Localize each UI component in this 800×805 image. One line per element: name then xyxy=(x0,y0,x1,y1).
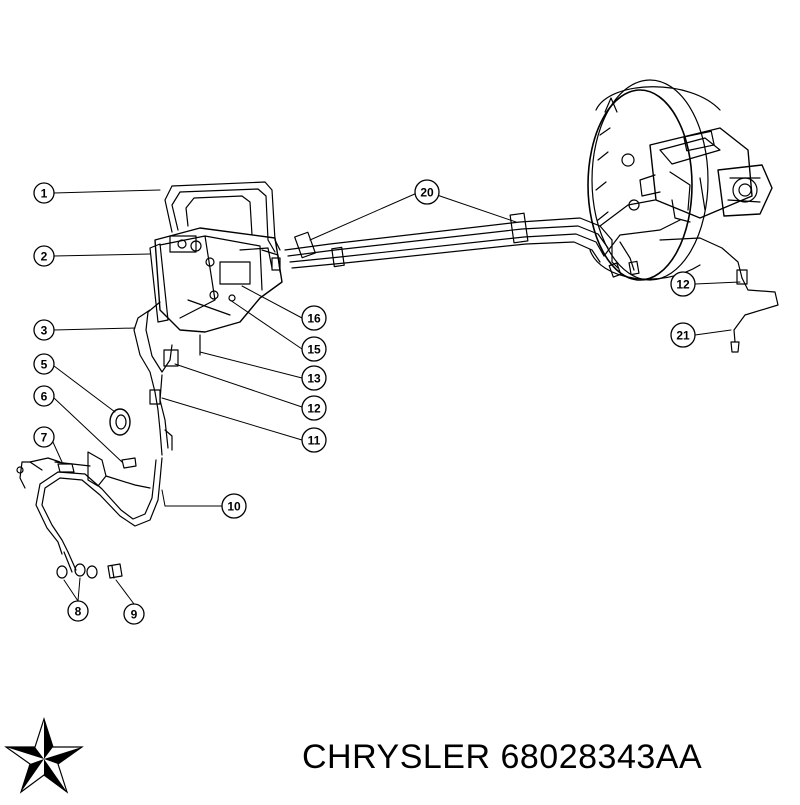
chrysler-logo xyxy=(4,717,84,794)
svg-text:10: 10 xyxy=(227,500,241,514)
part-number-caption: CHRYSLER 68028343AA xyxy=(302,738,703,776)
svg-text:2: 2 xyxy=(41,250,48,264)
callout-16: 16 xyxy=(301,305,327,331)
svg-text:12: 12 xyxy=(307,402,321,416)
callout-21: 21 xyxy=(670,322,696,348)
callouts: 1 2 3 5 6 7 8 9 10 11 12 13 15 16 20 12 … xyxy=(33,179,696,625)
callout-2: 2 xyxy=(33,245,55,267)
callout-3: 3 xyxy=(33,319,55,341)
svg-text:16: 16 xyxy=(307,312,321,326)
callout-6: 6 xyxy=(33,385,55,407)
svg-text:5: 5 xyxy=(41,358,48,372)
callout-11: 11 xyxy=(301,427,327,453)
master-cylinder xyxy=(639,127,773,223)
svg-text:11: 11 xyxy=(308,434,321,448)
svg-text:6: 6 xyxy=(41,390,48,404)
callout-12-left: 12 xyxy=(301,395,327,421)
callout-5: 5 xyxy=(33,353,55,375)
callout-10: 10 xyxy=(221,493,247,519)
svg-text:7: 7 xyxy=(41,431,48,445)
callout-8: 8 xyxy=(67,600,89,622)
callout-12-right: 12 xyxy=(670,271,696,297)
abs-module xyxy=(149,227,316,356)
svg-text:3: 3 xyxy=(41,324,48,338)
svg-text:12: 12 xyxy=(676,278,690,292)
callout-1: 1 xyxy=(33,182,55,204)
svg-text:8: 8 xyxy=(75,605,82,619)
callout-7: 7 xyxy=(33,426,55,448)
left-brake-lines xyxy=(16,301,179,579)
svg-text:15: 15 xyxy=(307,343,321,357)
svg-text:13: 13 xyxy=(307,372,321,386)
callout-20: 20 xyxy=(414,179,440,205)
leader-lines xyxy=(51,189,741,605)
svg-text:9: 9 xyxy=(131,608,138,622)
svg-text:21: 21 xyxy=(676,329,690,343)
callout-15: 15 xyxy=(301,336,327,362)
svg-text:1: 1 xyxy=(41,187,48,201)
callout-9: 9 xyxy=(123,603,145,625)
callout-13: 13 xyxy=(301,365,327,391)
svg-text:20: 20 xyxy=(420,186,434,200)
brake-lines xyxy=(164,181,779,353)
